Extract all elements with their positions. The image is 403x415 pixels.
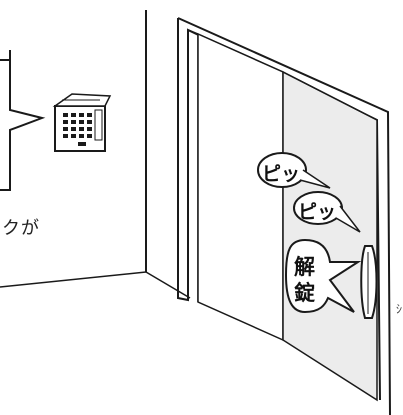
keypad-device <box>52 93 112 152</box>
door-panel-fixed <box>197 32 284 342</box>
beep-text-1: ピッ <box>262 163 301 185</box>
beep-text-2: ピッ <box>298 201 337 223</box>
beep-bubble-1 <box>257 152 307 188</box>
caption-fragment: クが <box>2 218 40 239</box>
edge-mark: ｼ <box>396 302 403 316</box>
door-frame-top <box>177 17 391 415</box>
floor-line-right <box>145 271 191 299</box>
unlock-text-1: 解 <box>294 255 315 279</box>
floor-line <box>0 271 147 288</box>
callout-bubble <box>0 50 46 191</box>
unlock-text-2: 錠 <box>294 281 315 305</box>
door-panel-sliding <box>282 70 378 402</box>
door-handle <box>360 245 378 319</box>
unlock-bubble <box>284 238 362 314</box>
